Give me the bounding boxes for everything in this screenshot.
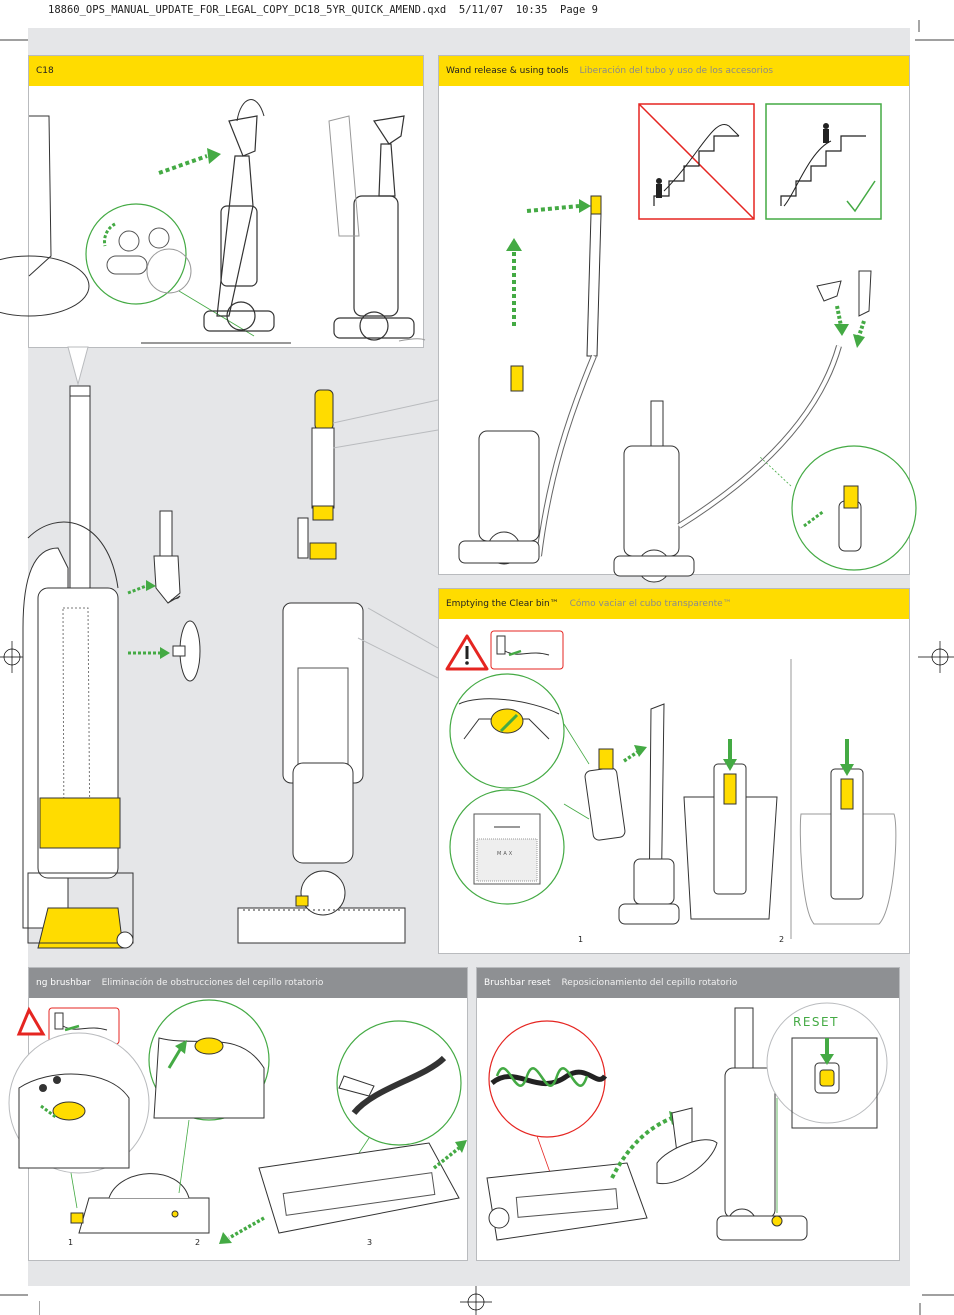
empty-bin-illustration xyxy=(445,630,897,939)
registration-mark-icon xyxy=(918,641,954,673)
step-number: 2 xyxy=(779,935,785,944)
header-subtitle: Cómo vaciar el cubo transparente™ xyxy=(569,599,732,609)
unplug-icon xyxy=(490,630,564,670)
step-number: 1 xyxy=(578,935,584,944)
clear-brushbar-illustration xyxy=(8,999,467,1244)
print-slug: 18860_OPS_MANUAL_UPDATE_FOR_LEGAL_COPY_D… xyxy=(48,4,598,16)
warning-icon xyxy=(445,634,489,671)
panel-header: C18 xyxy=(29,56,423,86)
step-number: 3 xyxy=(367,1238,373,1247)
manual-page: C18 xyxy=(0,28,917,1286)
panel-wand-release: Wand release & using tools Liberación de… xyxy=(438,55,917,583)
header-title: C18 xyxy=(36,66,54,76)
panel-dc18-overview: C18 xyxy=(0,55,426,348)
panel-header: ng brushbar Eliminación de obstrucciones… xyxy=(29,968,467,998)
panel-header: Emptying the Clear bin™ Cómo vaciar el c… xyxy=(439,589,909,619)
registration-mark-icon xyxy=(460,1286,492,1315)
panel-header: Wand release & using tools Liberación de… xyxy=(439,56,909,86)
warning-icon xyxy=(16,1006,46,1036)
reset-button-label: RESET xyxy=(793,1015,839,1029)
panel-empty-bin: Emptying the Clear bin™ Cómo vaciar el c… xyxy=(438,588,910,954)
registration-mark-icon xyxy=(0,1294,40,1315)
registration-mark-icon xyxy=(915,20,954,41)
step-number: 1 xyxy=(68,1238,74,1247)
header-subtitle: Liberación del tubo y uso de los accesor… xyxy=(579,66,774,76)
callout-pointer xyxy=(67,346,89,386)
dc18-exploded-illustration xyxy=(22,385,439,949)
header-title: ng brushbar xyxy=(36,978,91,988)
brushbar-reset-illustration xyxy=(486,1002,888,1241)
header-title: Brushbar reset xyxy=(484,978,551,988)
upright-lift-illustration xyxy=(0,99,426,344)
header-title: Wand release & using tools xyxy=(446,66,569,76)
wand-release-illustration xyxy=(458,103,917,583)
header-title: Emptying the Clear bin™ xyxy=(446,599,559,609)
header-subtitle: Eliminación de obstrucciones del cepillo… xyxy=(101,978,324,988)
panel-clear-brushbar: ng brushbar Eliminación de obstrucciones… xyxy=(8,967,468,1261)
registration-mark-icon xyxy=(919,1294,954,1315)
header-subtitle: Reposicionamiento del cepillo rotatorio xyxy=(561,978,738,988)
max-fill-line-label: MAX xyxy=(497,851,515,857)
step-number: 2 xyxy=(195,1238,201,1247)
panel-header: Brushbar reset Reposicionamiento del cep… xyxy=(477,968,899,998)
panel-brushbar-reset: Brushbar reset Reposicionamiento del cep… xyxy=(476,967,900,1261)
